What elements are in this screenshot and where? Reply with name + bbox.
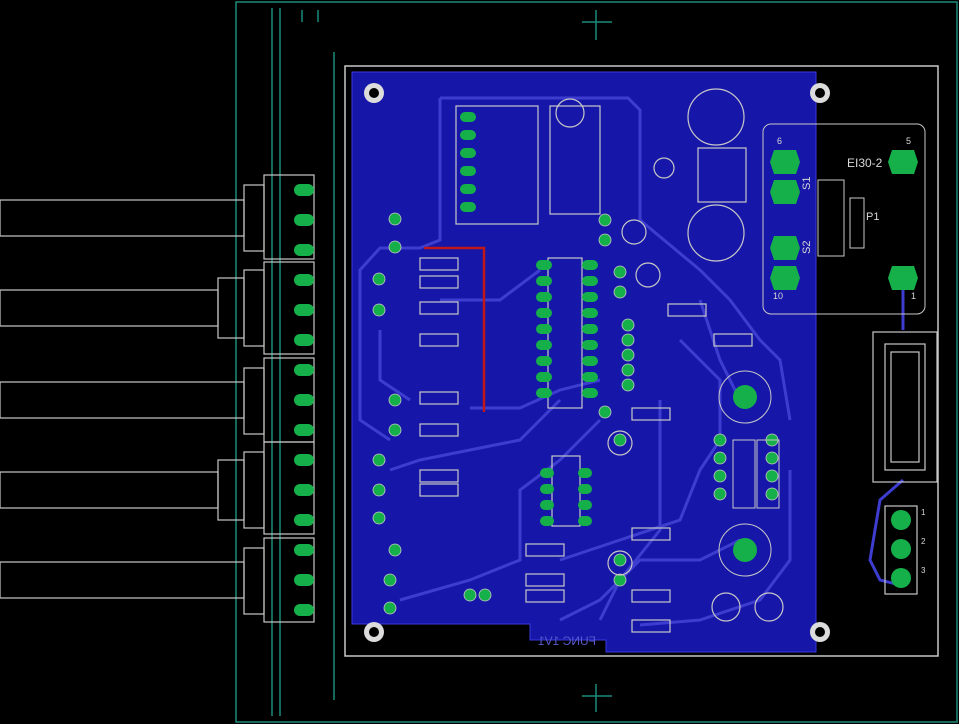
terminal-2-label: 2	[921, 537, 926, 546]
terminal-1-label: 1	[921, 508, 926, 517]
regulator-pads	[733, 385, 757, 562]
pin-10-label: 10	[773, 291, 784, 301]
switch-1-label: S1	[801, 176, 813, 190]
potentiometers	[0, 174, 315, 623]
screw-terminal	[884, 505, 918, 595]
blue-wire	[868, 278, 905, 587]
transformer-name: EI30-2	[847, 156, 883, 170]
pin-1-label: 1	[911, 291, 917, 301]
pot-label: P1	[866, 211, 880, 223]
capacitors	[555, 88, 784, 622]
component-pads	[372, 212, 779, 615]
ic-pads	[460, 112, 598, 526]
pot-pads	[294, 184, 314, 616]
resistors	[419, 257, 753, 633]
board-outline	[344, 65, 939, 657]
terminal-3-label: 3	[921, 566, 926, 575]
traces	[358, 96, 792, 627]
switch-2-label: S2	[801, 240, 813, 254]
transformer	[762, 123, 926, 315]
ics	[455, 105, 747, 527]
board-bottom-text: FUNC 1V1	[538, 634, 597, 648]
pin-6-label: 6	[777, 136, 783, 146]
frame-lines	[235, 1, 958, 723]
pin-5-label: 5	[906, 136, 912, 146]
heatsinks	[718, 370, 780, 577]
fuse-holder	[872, 331, 938, 483]
top-traces	[424, 246, 486, 412]
mounting-holes	[364, 83, 830, 642]
